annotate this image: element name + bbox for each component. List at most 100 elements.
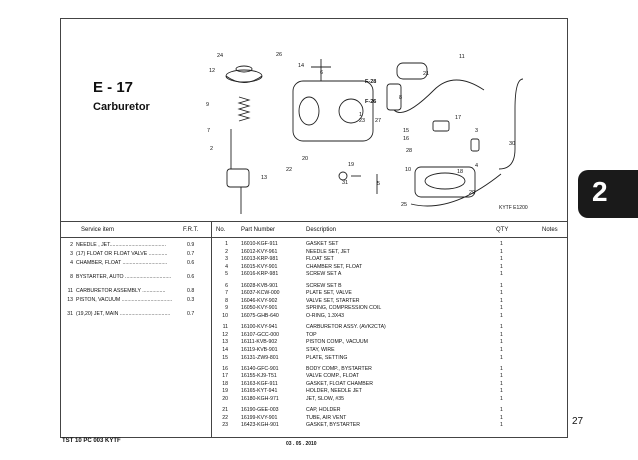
cell-desc: HOLDER, NEEDLE JET — [306, 388, 362, 395]
cell-pn: 16165-KYT-941 — [241, 388, 278, 395]
cell-pn: 16016-KRP-981 — [241, 271, 279, 278]
cell-no: 20 — [222, 396, 228, 403]
cell-desc: PISTON COMP., VACUUM — [306, 339, 368, 346]
cell-pn: 16050-KVY-901 — [241, 305, 278, 312]
svg-text:23: 23 — [359, 118, 365, 124]
svg-text:F-28: F-28 — [365, 79, 376, 85]
cell-no: 4 — [225, 263, 228, 270]
cell-qty: 1 — [500, 256, 503, 263]
cell-qty: 1 — [500, 373, 503, 380]
svg-text:5: 5 — [377, 181, 380, 187]
cell-desc: O-RING, 1.3X43 — [306, 312, 345, 319]
cell-no: 9 — [225, 305, 228, 312]
svg-text:31: 31 — [342, 180, 348, 186]
parts-header: No. Part Number Description QTY Notes — [212, 223, 567, 238]
svg-text:19: 19 — [348, 162, 354, 168]
notes-header: Notes — [542, 227, 558, 233]
cell-qty: 1 — [500, 388, 503, 395]
section-code: E - 17 — [93, 79, 134, 96]
cell-desc: SCREW SET A — [306, 271, 342, 278]
cell-desc: GASKET, FLOAT CHAMBER — [306, 380, 373, 387]
qty-header: QTY — [496, 227, 509, 233]
svg-text:30: 30 — [509, 141, 515, 147]
cell-no: 18 — [222, 380, 228, 387]
cell-desc: VALVE COMP., FLOAT — [306, 373, 359, 380]
footer-code: TST 10 PC 003 KYTF — [62, 438, 121, 444]
cell-qty: 1 — [500, 331, 503, 338]
cell-pn: 16028-KVB-901 — [241, 282, 278, 289]
cell-qty: 1 — [500, 248, 503, 255]
cell-qty: 1 — [500, 339, 503, 346]
cell-pn: 16190-GEE-003 — [241, 407, 279, 414]
description-header: Description — [306, 227, 337, 233]
figure-code: KYTF E1200 — [499, 205, 528, 211]
svg-text:14: 14 — [298, 63, 304, 69]
svg-text:16: 16 — [403, 136, 409, 142]
svg-text:2: 2 — [210, 146, 213, 152]
cell-pn: 16423-KGH-901 — [241, 422, 279, 429]
cell-desc: JET, SLOW, #35 — [306, 396, 345, 403]
cell-qty: 1 — [500, 365, 503, 372]
cell-no: 15 — [222, 354, 228, 361]
svg-text:8: 8 — [399, 95, 402, 101]
cell-pn: 16131-ZW9-801 — [241, 354, 279, 361]
cell-pn: 16037-KCW-000 — [241, 290, 280, 297]
cell-qty: 1 — [500, 380, 503, 387]
svg-text:9: 9 — [206, 102, 209, 108]
cell-qty: 1 — [500, 312, 503, 319]
svg-text:10: 10 — [405, 167, 411, 173]
cell-no: 16 — [222, 365, 228, 372]
cell-qty: 1 — [500, 414, 503, 421]
cell-pn: 16180-KGH-971 — [241, 396, 279, 403]
cell-no: 13 — [222, 339, 228, 346]
exploded-diagram: E - 17 Carburetor — [61, 19, 567, 222]
cell-qty: 1 — [500, 297, 503, 304]
service-row: 3(17) FLOAT OR FLOAT VALVE .............… — [70, 251, 195, 257]
section-name: Carburetor — [93, 101, 150, 113]
footer-date: 03 . 05 . 2010 — [286, 441, 317, 447]
cell-pn: 16010-KGF-911 — [241, 241, 278, 247]
svg-text:F-26: F-26 — [365, 99, 376, 105]
cell-desc: GASKET SET — [306, 241, 339, 247]
frt-header: F.R.T. — [183, 227, 199, 233]
svg-text:6: 6 — [320, 70, 323, 76]
cell-desc: STAY, WIRE — [306, 346, 335, 353]
cell-qty: 1 — [500, 263, 503, 270]
cell-pn: 16163-KGF-911 — [241, 380, 278, 387]
cell-desc: VALVE SET, STARTER — [306, 297, 360, 304]
svg-text:28: 28 — [406, 148, 412, 154]
svg-text:24: 24 — [217, 53, 223, 59]
cell-pn: 16015-KVY-901 — [241, 263, 278, 270]
svg-text:20: 20 — [302, 156, 308, 162]
column-divider — [211, 221, 212, 437]
svg-text:1: 1 — [359, 112, 362, 118]
svg-text:29: 29 — [469, 190, 475, 196]
cell-no: 8 — [225, 297, 228, 304]
cell-desc: CAP, HOLDER — [306, 407, 341, 414]
cell-pn: 16012-KVY-961 — [241, 248, 278, 255]
svg-text:13: 13 — [261, 175, 267, 181]
cell-pn: 16140-GFC-901 — [241, 365, 279, 372]
cell-desc: TUBE, AIR VENT — [306, 414, 347, 421]
cell-qty: 1 — [500, 290, 503, 297]
cell-no: 5 — [225, 271, 228, 278]
